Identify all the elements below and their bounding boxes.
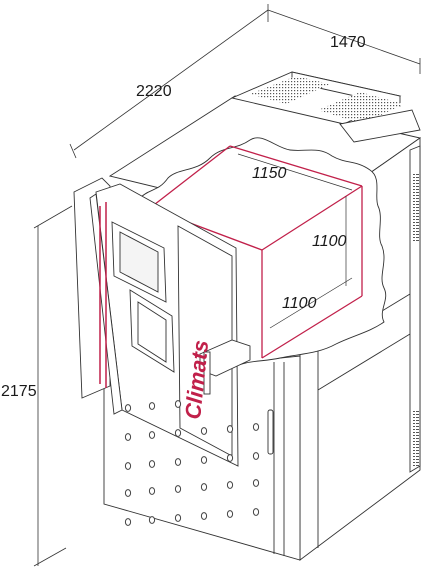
inner-box-top-right-edge: [261, 185, 363, 251]
panel-dot: [124, 518, 132, 526]
viewing-window-glass: [137, 301, 167, 363]
depth-dimension-label: 2220: [136, 83, 172, 100]
inner-width-arrow: [237, 153, 353, 191]
panel-dot: [124, 462, 132, 470]
width-dimension-line: [267, 9, 421, 65]
height-dim-tick-top: [33, 205, 73, 229]
depth-dimension-line: [73, 9, 269, 151]
side-vent-upper: [413, 172, 419, 242]
panel-dot: [174, 458, 182, 466]
panel-dot: [174, 429, 182, 437]
panel-dot: [148, 431, 156, 439]
open-door: [73, 177, 251, 467]
lower-panel-handle: [267, 409, 274, 455]
panel-dot: [252, 479, 260, 487]
door-latch-bar: [203, 351, 211, 395]
front-panel-dots: [124, 400, 260, 526]
top-vent-right: [318, 92, 404, 124]
inner-box-top-left-edge: [149, 145, 231, 209]
top-vent-left: [250, 76, 330, 104]
inner-box-floor-edge: [261, 295, 363, 359]
panel-dot: [252, 423, 260, 431]
panel-dot: [252, 508, 260, 516]
panel-dot: [226, 425, 234, 433]
inner-box-top-back-edge: [229, 145, 363, 187]
dimension-lines: [33, 4, 421, 567]
inner-width-label: 1150: [252, 165, 287, 182]
panel-dot: [200, 427, 208, 435]
panel-dot: [148, 487, 156, 495]
panel-dot: [226, 481, 234, 489]
panel-dot: [174, 485, 182, 493]
side-vent-lower: [413, 410, 419, 466]
panel-dot: [200, 512, 208, 520]
panel-dot: [148, 460, 156, 468]
width-dimension-label: 1470: [330, 34, 366, 51]
height-dimension-label: 2175: [1, 383, 37, 400]
panel-dot: [200, 483, 208, 491]
cabinet-body: [103, 71, 422, 561]
panel-dot: [252, 452, 260, 460]
panel-dot: [148, 402, 156, 410]
panel-dot: [226, 454, 234, 462]
panel-dot: [200, 456, 208, 464]
door-latch: [199, 339, 251, 377]
inner-height-label: 1100: [312, 233, 347, 250]
panel-dot: [226, 510, 234, 518]
panel-dot: [124, 489, 132, 497]
panel-dot: [124, 404, 132, 412]
inner-depth-arrow: [269, 277, 353, 329]
top-right-ledge: [339, 109, 421, 143]
side-panel-seam-2: [317, 333, 411, 391]
height-dim-tick-bottom: [33, 547, 67, 567]
control-panel-screen: [119, 231, 159, 293]
panel-dot: [174, 400, 182, 408]
panel-dot: [174, 514, 182, 522]
panel-dot: [124, 433, 132, 441]
depth-dim-tick: [69, 143, 77, 159]
panel-dot: [148, 516, 156, 524]
inner-depth-label: 1100: [282, 295, 317, 312]
